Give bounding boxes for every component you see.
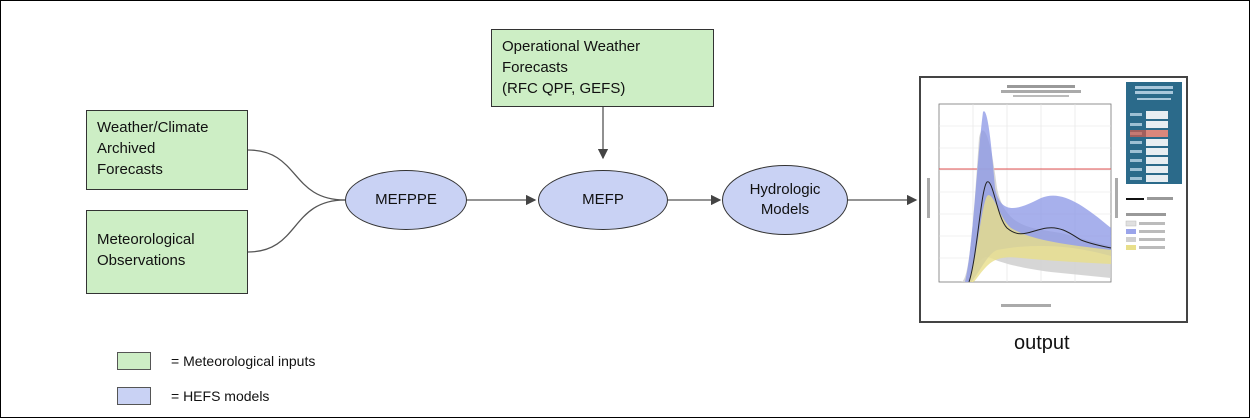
forecast-chart-thumbnail	[921, 78, 1186, 321]
node-hydrologic-models-label: Hydrologic Models	[749, 181, 821, 218]
node-mefp-label: MEFP	[582, 191, 624, 208]
connector-archived-to-mefppe	[247, 149, 346, 201]
output-label: output	[1014, 332, 1070, 354]
node-observations: Meteorological Observations	[86, 210, 248, 294]
legend-swatch-models	[117, 387, 151, 405]
node-archived-forecasts: Weather/Climate Archived Forecasts	[86, 110, 248, 190]
node-mefppe-label: MEFPPE	[375, 191, 437, 208]
node-observations-label: Meteorological Observations	[97, 231, 195, 269]
legend-label-inputs: = Meteorological inputs	[171, 353, 316, 369]
node-hydrologic-models: Hydrologic Models	[722, 165, 848, 235]
node-archived-forecasts-label: Weather/Climate Archived Forecasts	[97, 119, 209, 178]
output-forecast-graphic	[919, 76, 1188, 323]
legend-label-models: = HEFS models	[171, 388, 270, 404]
legend-swatch-inputs	[117, 352, 151, 370]
node-operational-forecasts-label: Operational Weather Forecasts (RFC QPF, …	[502, 38, 641, 97]
node-mefppe: MEFPPE	[345, 170, 467, 230]
node-operational-forecasts: Operational Weather Forecasts (RFC QPF, …	[491, 29, 714, 107]
node-mefp: MEFP	[538, 170, 668, 230]
connector-observations-to-mefppe	[247, 199, 346, 253]
